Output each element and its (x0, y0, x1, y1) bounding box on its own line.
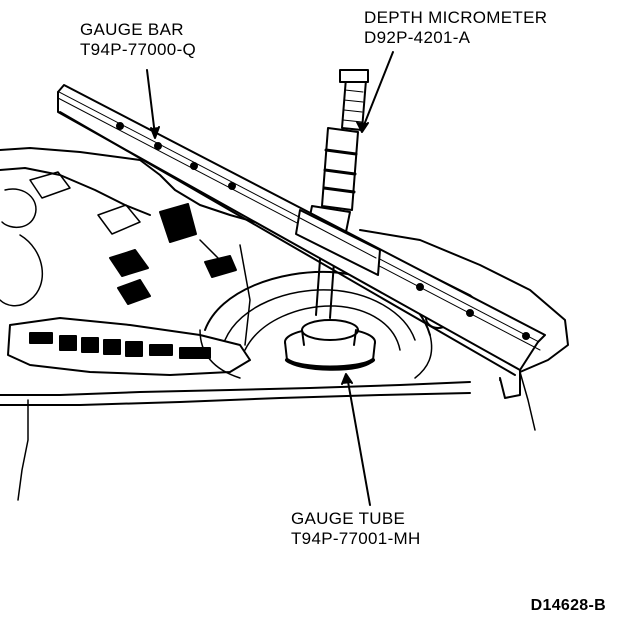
gauge-tube-name: GAUGE TUBE (291, 509, 406, 528)
gauge-tube-leader (346, 375, 371, 506)
depth-micrometer-callout: DEPTH MICROMETER D92P-4201-A (364, 8, 547, 48)
gauge-tube-callout: GAUGE TUBE T94P-77001-MH (291, 509, 421, 549)
depth-micrometer-part-number: D92P-4201-A (364, 28, 471, 47)
gauge-tube (284, 319, 376, 371)
gauge-bar-part-number: T94P-77000-Q (80, 40, 197, 59)
gauge-bar (57, 84, 546, 399)
depth-micrometer-name: DEPTH MICROMETER (364, 8, 548, 27)
gauge-tube-part-number: T94P-77001-MH (291, 529, 421, 548)
transmission-case (0, 147, 569, 501)
gauge-bar-leader (146, 69, 156, 136)
figure-id: D14628-B (530, 597, 606, 614)
depth-micrometer-leader (361, 51, 394, 131)
leader-lines (146, 51, 394, 506)
gauge-bar-callout: GAUGE BAR T94P-77000-Q (80, 20, 196, 60)
gauge-bar-name: GAUGE BAR (80, 20, 184, 39)
